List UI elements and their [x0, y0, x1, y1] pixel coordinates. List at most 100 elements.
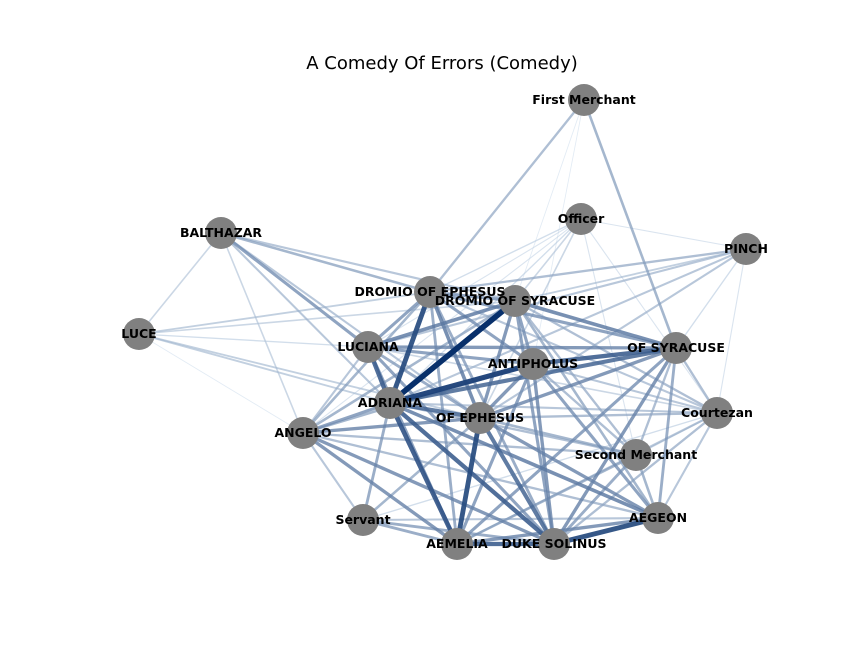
edge-of_syracuse-of_ephesus — [478, 346, 678, 420]
edge-officer-courtezan — [580, 218, 718, 414]
edge-balthazar-angelo — [220, 232, 304, 434]
edge-dromio_syr-luciana — [366, 299, 517, 349]
edge-aegeon-duke_solinus — [551, 515, 661, 547]
node-aemelia — [441, 528, 473, 560]
edge-officer-dromio_eph — [429, 218, 582, 293]
edge-pinch-dromio_eph — [428, 247, 748, 294]
nodes-layer — [123, 84, 762, 560]
node-courtezan — [701, 397, 733, 429]
node-label-first_merchant: First Merchant — [532, 92, 635, 107]
edge-of_syracuse-aemelia — [455, 346, 678, 546]
edge-pinch-luciana — [366, 247, 748, 349]
node-label-officer: Officer — [558, 211, 605, 226]
edge-balthazar-of_ephesus — [219, 231, 482, 420]
node-label-servant: Servant — [335, 512, 390, 527]
edge-of_ephesus-duke_solinus — [477, 415, 557, 547]
edge-of_syracuse-second_merchant — [634, 346, 678, 457]
edge-luce-adriana — [138, 333, 391, 404]
edge-luciana-courtezan — [367, 346, 718, 414]
edge-adriana-servant — [361, 401, 392, 522]
node-aegeon — [642, 502, 674, 534]
edge-adriana-aegeon — [388, 401, 660, 520]
edge-courtezan-aegeon — [656, 411, 719, 520]
edge-dromio_eph-aemelia — [428, 290, 459, 546]
edge-luce-dromio_eph — [138, 291, 431, 335]
edge-of_syracuse-aegeon — [656, 346, 678, 520]
edge-dromio_syr-duke_solinus — [513, 299, 556, 546]
node-of_syracuse — [660, 332, 692, 364]
edge-adriana-aemelia — [387, 400, 460, 547]
node-angelo — [287, 417, 319, 449]
node-antipholus — [517, 348, 549, 380]
edge-balthazar-dromio_eph — [219, 231, 432, 294]
edge-dromio_syr-aegeon — [513, 299, 660, 520]
edge-balthazar-dromio_syr — [219, 231, 517, 303]
edge-dromio_syr-of_ephesus — [478, 299, 517, 420]
node-label-aemelia: AEMELIA — [426, 536, 488, 551]
edge-of_ephesus-aemelia — [454, 415, 483, 547]
node-of_ephesus — [464, 402, 496, 434]
node-servant — [347, 504, 379, 536]
node-label-balthazar: BALTHAZAR — [180, 225, 262, 240]
edge-antipholus-aegeon — [531, 362, 660, 520]
node-label-luce: LUCE — [121, 326, 156, 341]
figure-title: A Comedy Of Errors (Comedy) — [306, 53, 578, 74]
node-label-aegeon: AEGEON — [629, 510, 687, 525]
edge-angelo-servant — [301, 431, 365, 522]
edge-dromio_syr-adriana — [387, 298, 518, 406]
node-label-dromio_eph: DROMIO OF EPHESUS — [354, 284, 505, 299]
node-officer — [565, 203, 597, 235]
edge-of_ephesus-aegeon — [478, 416, 660, 520]
edge-officer-of_ephesus — [479, 218, 582, 419]
edge-angelo-aemelia — [301, 431, 459, 546]
edge-pinch-courtezan — [716, 248, 747, 414]
edge-antipholus-of_syracuse — [530, 345, 679, 367]
edge-angelo-aegeon — [301, 431, 660, 520]
edge-officer-luciana — [367, 218, 582, 348]
edge-antipholus-courtezan — [531, 362, 719, 415]
node-luciana — [352, 331, 384, 363]
edge-luciana-of_ephesus — [366, 345, 482, 420]
edge-dromio_eph-of_syracuse — [428, 290, 678, 350]
node-label-duke_solinus: DUKE SOLINUS — [502, 536, 607, 551]
node-label-pinch: PINCH — [724, 241, 768, 256]
edge-officer-dromio_syr — [514, 218, 582, 302]
node-label-adriana: ADRIANA — [358, 395, 422, 410]
node-label-of_ephesus: OF EPHESUS — [436, 410, 524, 425]
node-second_merchant — [620, 439, 652, 471]
edge-balthazar-luciana — [219, 231, 370, 349]
edge-pinch-dromio_syr — [514, 248, 747, 302]
node-duke_solinus — [538, 528, 570, 560]
edge-dromio_syr-second_merchant — [513, 299, 638, 457]
edge-first_merchant-dromio_eph — [428, 98, 586, 294]
node-label-courtezan: Courtezan — [681, 405, 753, 420]
edge-dromio_eph-of_ephesus — [428, 290, 482, 420]
edge-of_ephesus-angelo — [301, 416, 482, 435]
edge-luciana-of_syracuse — [366, 345, 678, 350]
edge-luce-luciana — [138, 333, 369, 348]
node-pinch — [730, 233, 762, 265]
edge-of_syracuse-duke_solinus — [552, 346, 678, 546]
node-label-second_merchant: Second Merchant — [575, 447, 697, 462]
edge-dromio_syr-of_syracuse — [513, 299, 678, 350]
edge-first_merchant-of_syracuse — [582, 98, 678, 350]
edge-first_merchant-dromio_syr — [514, 99, 585, 302]
node-first_merchant — [568, 84, 600, 116]
edge-aegeon-servant — [361, 516, 660, 522]
edge-pinch-adriana — [388, 247, 748, 405]
edge-antipholus-adriana — [387, 361, 536, 406]
edge-officer-pinch — [580, 218, 747, 250]
edge-angelo-second_merchant — [301, 431, 638, 457]
edge-dromio_eph-adriana — [387, 289, 433, 406]
edge-antipholus-aemelia — [455, 362, 535, 546]
edge-pinch-of_syracuse — [675, 248, 747, 349]
edge-courtezan-duke_solinus — [552, 411, 719, 546]
node-dromio_syr — [499, 285, 531, 317]
node-luce — [123, 318, 155, 350]
node-adriana — [374, 387, 406, 419]
node-dromio_eph — [414, 276, 446, 308]
edge-dromio_syr-angelo — [301, 299, 517, 435]
